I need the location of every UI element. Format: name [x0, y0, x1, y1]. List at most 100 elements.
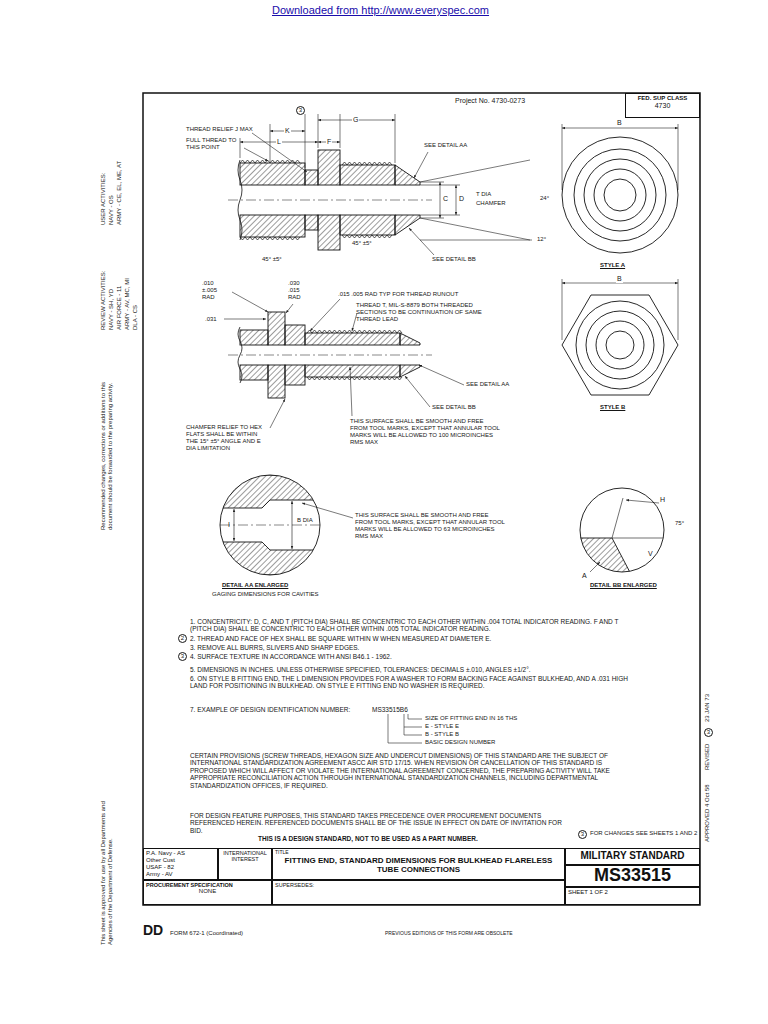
specification-cell: PROCUREMENT SPECIFICATIONNONE [143, 880, 272, 905]
callout-note: THREAD RELIEF J MAX [186, 126, 253, 133]
dimension-lines [562, 128, 678, 129]
design-number: MS33515B6 [372, 706, 408, 713]
detail-aa [220, 475, 320, 575]
detail-callout: SEE DETAIL BB [432, 256, 476, 263]
angle-dimension: 45° ±5° [352, 240, 372, 247]
dimension-letter: V [648, 550, 653, 558]
detail-aa [220, 475, 320, 508]
general-note: 6. ON STYLE B FITTING END, THE L DIMENSI… [190, 675, 630, 690]
leader-lines [388, 714, 422, 743]
detail-bb [570, 498, 664, 580]
agreement-note: CERTAIN PROVISIONS (SCREW THREADS, HEXAG… [190, 752, 630, 789]
angle-dimension: 45° ±5° [262, 256, 282, 263]
cell-text: USAF - 82 [146, 864, 215, 871]
number-breakdown: SIZE OF FITTING END IN 16 THS [425, 715, 517, 722]
fitting-section-upper [305, 215, 318, 230]
margin-text: AIR FORCE - 11 [116, 286, 123, 330]
dimension-letter: F [326, 138, 332, 146]
style-title: STYLE A [600, 262, 625, 269]
style-a-end-view [594, 169, 646, 221]
dimension-lines [270, 124, 271, 162]
number-cell: MS33515 [565, 865, 700, 887]
interest-cell: INTERNATIONAL INTEREST [218, 848, 272, 880]
fitting-section-lower [400, 333, 420, 345]
thread-teeth [307, 330, 402, 333]
radius-dimension: .010 ±.005 RAD [202, 280, 230, 301]
cell-text: PROCUREMENT SPECIFICATION [146, 882, 269, 888]
leader-lines [286, 304, 293, 313]
form-number: FORM 672-1 (Coordinated) [170, 930, 243, 937]
thread-note: THREAD T, MIL-S-8879 BOTH THREADED SECTI… [356, 302, 496, 323]
fitting-section-lower [285, 365, 305, 385]
cell-text: FITTING END, STANDARD DIMENSIONS FOR BUL… [275, 856, 562, 874]
radius-dimension: .015 .005 RAD TYP FOR THREAD RUNOUT [338, 291, 458, 298]
detail-bb [612, 498, 623, 538]
detail-callout: SEE DETAIL AA [466, 381, 509, 388]
dimension-lines [420, 182, 460, 218]
detail-aa [220, 475, 320, 575]
margin-text: This sheet is approved for use by all De… [100, 795, 114, 945]
dimension-label: CHAMFER [476, 200, 506, 207]
detail-aa [220, 475, 320, 575]
dimension-lines [678, 124, 679, 190]
detail-title: DETAIL BB ENLARGED [590, 582, 657, 589]
leader-lines [405, 376, 430, 407]
general-note: 7. EXAMPLE OF DESIGN IDENTIFICATION NUMB… [190, 706, 350, 713]
dimension-label: T DIA [476, 191, 491, 198]
revision-mark: 3 [296, 106, 305, 115]
fitting-section-lower [240, 330, 268, 345]
number-breakdown: BASIC DESIGN NUMBER [425, 739, 495, 746]
supersedes-cell: SUPERSEDES: [272, 880, 565, 905]
detail-aa [220, 525, 320, 526]
surface-note: THIS SURFACE SHALL BE SMOOTH AND FREE FR… [350, 418, 500, 446]
project-number: Project No. 4730-0273 [455, 97, 525, 105]
form-note: PREVIOUS EDITIONS OF THIS FORM ARE OBSOL… [385, 931, 513, 937]
revision-date: 23 JAN 73 [704, 694, 711, 722]
margin-text: REVIEW ACTIVITIES: [100, 271, 107, 330]
activity-cell: P.A. Navy - ASOther CustUSAF - 82Army - … [143, 848, 218, 880]
standard-cell: MILITARY STANDARD [565, 848, 700, 865]
fitting-section-lower [240, 365, 268, 380]
fitting-section-upper [395, 165, 420, 185]
dimension-lines [678, 279, 679, 340]
fitting-section-upper [305, 170, 318, 185]
style-b-end-view [562, 295, 678, 395]
dimension-letter: H [660, 496, 665, 504]
dimension-lines [395, 114, 396, 163]
general-note: 2. THREAD AND FACE OF HEX SHALL BE SQUAR… [190, 635, 630, 642]
leader-lines [252, 133, 307, 172]
class-box: FED. SUP CLASS4730 [625, 93, 700, 118]
dimension-lines [224, 319, 266, 320]
style-title: STYLE B [600, 404, 625, 411]
number-breakdown: E - STYLE E [425, 723, 459, 730]
style-b-end-view [596, 321, 644, 369]
dimension-lines [420, 240, 532, 241]
leader-lines [232, 292, 268, 312]
break-and-center-lines [228, 355, 432, 356]
approval-date: APPROVED 4 Oct 58 [704, 784, 711, 842]
surface-note: THIS SURFACE SHALL BE SMOOTH AND FREE FR… [355, 512, 505, 540]
detail-subtitle: GAGING DIMENSIONS FOR CAVITIES [212, 591, 319, 598]
sheet-cell: SHEET 1 OF 2 [565, 887, 700, 905]
dimension-value: .031 [205, 316, 217, 323]
leader-lines [270, 399, 285, 428]
fitting-section-upper [340, 215, 395, 235]
form-mark: DD [143, 922, 163, 938]
margin-text: Recommended changes, corrections or addi… [100, 380, 114, 530]
dimension-lines [340, 114, 341, 148]
break-and-center-lines [228, 200, 432, 201]
dimension-letter: B [616, 119, 623, 127]
style-b-end-view [606, 331, 634, 359]
fitting-section-lower [268, 312, 285, 345]
sheet-frame [143, 93, 700, 905]
fitting-section-upper [340, 165, 395, 185]
general-note: 3. REMOVE ALL BURRS, SLIVERS AND SHARP E… [190, 644, 630, 651]
leader-lines [409, 228, 434, 255]
dimension-letter: C [443, 195, 448, 203]
general-note: 4. SURFACE TEXTURE IN ACCORDANCE WITH AN… [190, 653, 630, 660]
cell-text: P.A. Navy - AS [146, 850, 215, 857]
style-a-end-view [604, 179, 636, 211]
dimension-letter: L [276, 138, 282, 146]
margin-text: NAVY - SH, YD [108, 289, 115, 330]
cell-text: TITLE [275, 850, 562, 856]
